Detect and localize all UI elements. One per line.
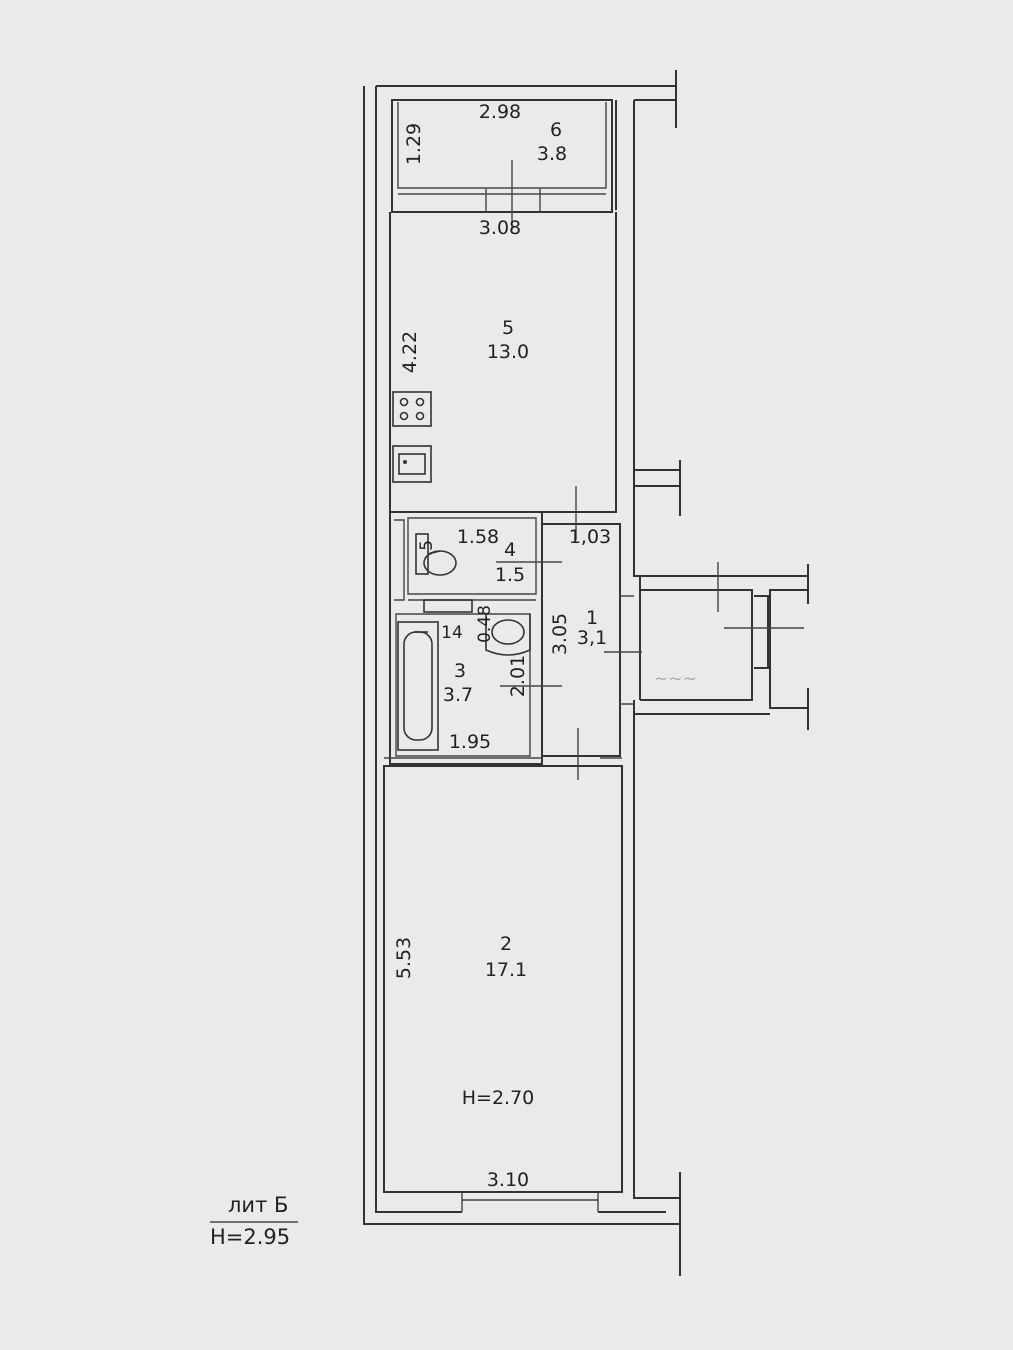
stove-icon [392, 391, 432, 427]
room-height-label: H=2.70 [462, 1087, 535, 1109]
room-1-hall [542, 523, 642, 780]
room-length-dim: 5.53 [393, 937, 415, 979]
room-3-area: 3.7 [443, 684, 473, 706]
bath-small-dim-a: 14 [441, 623, 463, 643]
wc-width-dim: 1.58 [457, 526, 499, 548]
washbasin-icon [485, 614, 531, 656]
room-4-number: 4 [504, 539, 516, 561]
hall-length-dim: 3.05 [549, 613, 571, 655]
toilet-icon [415, 533, 457, 576]
bath-small-dim-b: 0.48 [475, 605, 495, 643]
legend-line-2: H=2.95 [210, 1225, 290, 1249]
exterior-walls [363, 70, 809, 1276]
room-4-area: 1.5 [495, 564, 525, 586]
svg-text:~~~: ~~~ [654, 669, 697, 689]
hall-width-dim: 1,03 [569, 526, 611, 548]
room-3-number: 3 [454, 660, 466, 682]
bath-length-dim: 2.01 [507, 655, 529, 697]
room-2-number: 2 [500, 933, 512, 955]
balcony-depth-dim: 1.29 [403, 123, 425, 165]
room-6-number: 6 [550, 119, 562, 141]
room-5-area: 13.0 [487, 341, 529, 363]
room-width-dim: 3.10 [487, 1169, 529, 1191]
kitchen-sink-icon [392, 445, 432, 483]
kitchen-length-dim: 4.22 [399, 331, 421, 373]
room-6-area: 3.8 [537, 143, 567, 165]
bath-width-dim: 1.95 [449, 731, 491, 753]
room-6-balcony [391, 99, 613, 230]
legend-line-1: лит Б [228, 1193, 288, 1217]
balcony-width-dim: 2.98 [479, 101, 521, 123]
wc-depth-dim: .5 [417, 540, 437, 556]
room-2-area: 17.1 [485, 959, 527, 981]
wc-shelf-icon [423, 599, 473, 613]
legend: лит Б H=2.95 [210, 1193, 298, 1249]
bathtub-icon [397, 621, 439, 751]
landing-marks: ~~~ [654, 562, 804, 689]
room-5-kitchen [389, 212, 617, 540]
kitchen-width-dim: 3.08 [479, 217, 521, 239]
room-5-number: 5 [502, 317, 514, 339]
room-1-number: 1 [586, 607, 598, 629]
room-1-area: 3,1 [577, 627, 607, 649]
room-2-living [383, 757, 623, 1212]
